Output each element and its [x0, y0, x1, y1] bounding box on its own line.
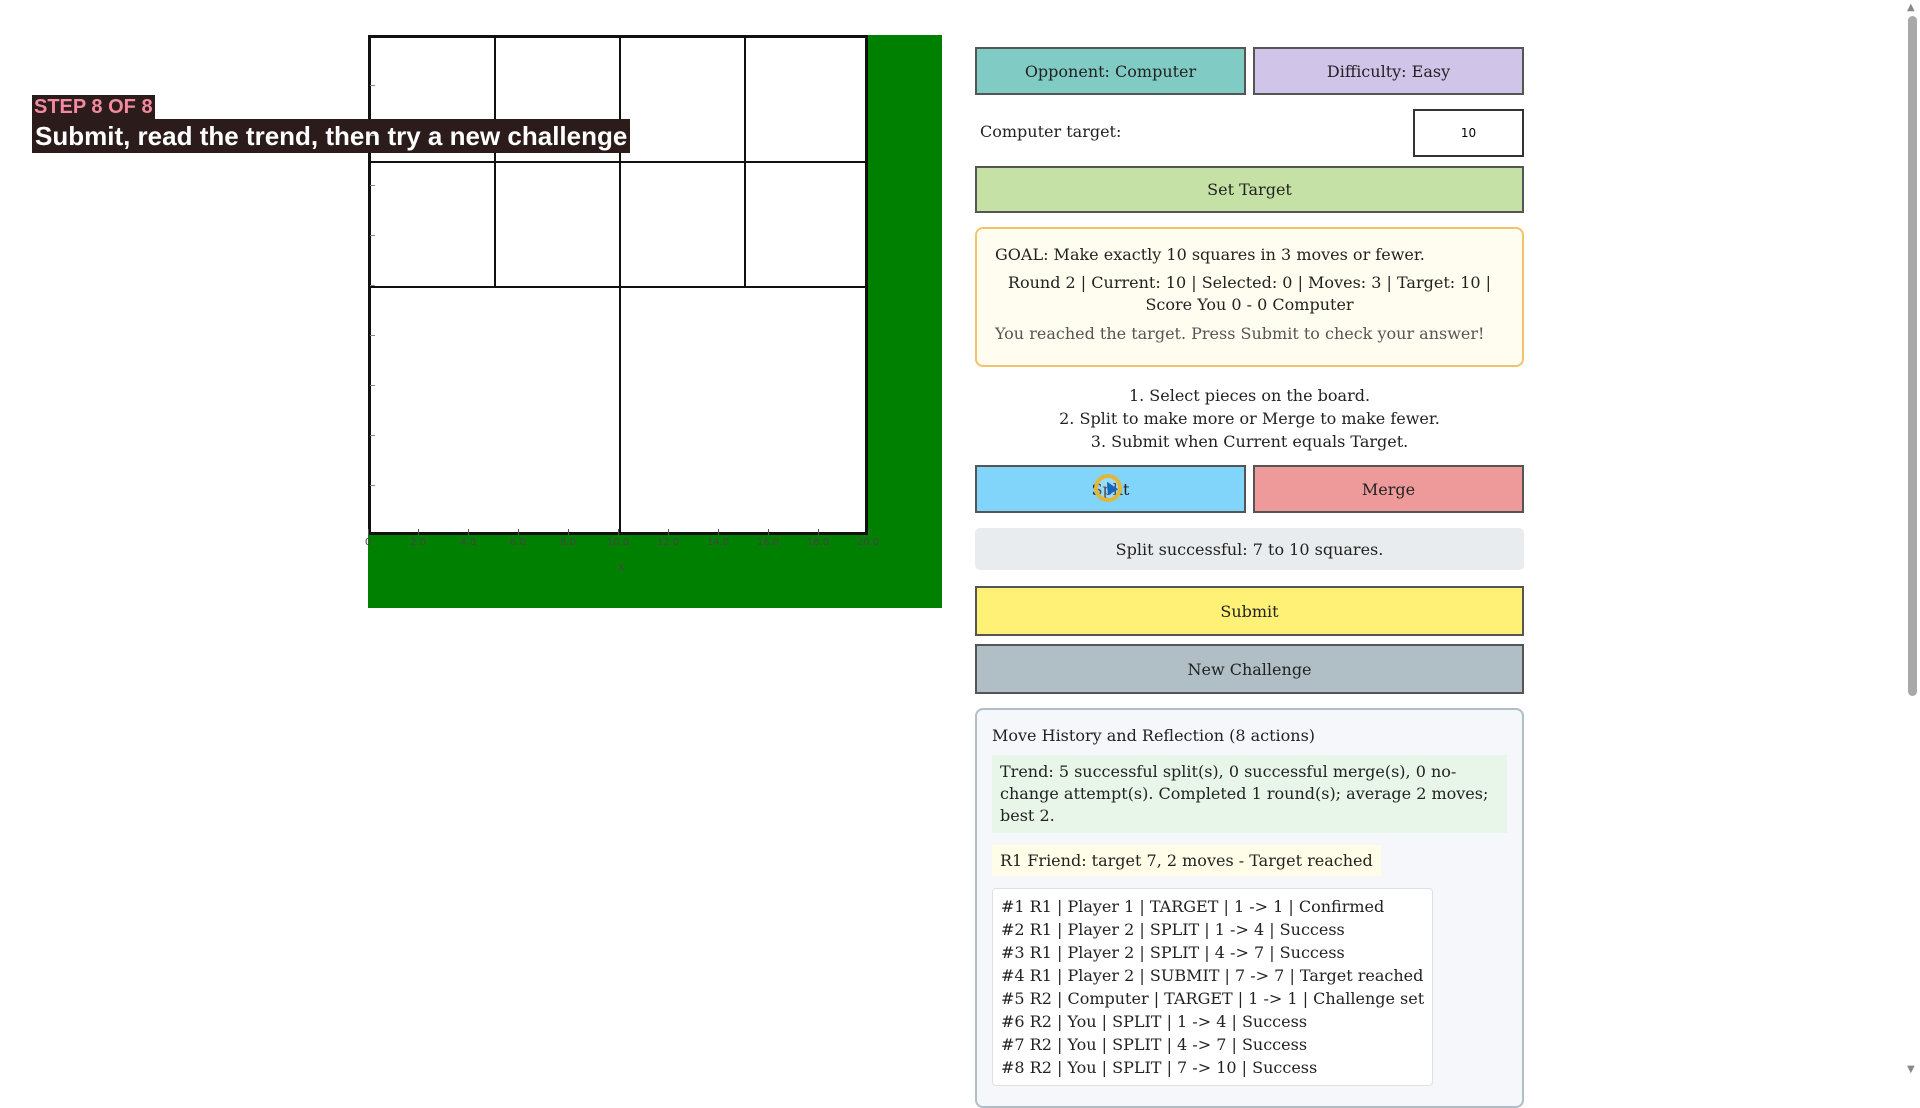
- x-axis-tick-label: 6.0: [510, 537, 526, 548]
- board-piece[interactable]: [620, 287, 866, 533]
- x-axis-tick: [818, 529, 819, 535]
- opponent-button[interactable]: Opponent: Computer: [975, 47, 1246, 95]
- x-axis-tick: [668, 529, 669, 535]
- x-axis-title: x: [618, 560, 625, 573]
- board-piece[interactable]: [745, 162, 866, 287]
- x-axis-tick-label: 10.0: [606, 537, 630, 548]
- board-piece[interactable]: [620, 162, 745, 287]
- instructions: 1. Select pieces on the board. 2. Split …: [975, 384, 1524, 453]
- log-entry: #2 R1 | Player 2 | SPLIT | 1 -> 4 | Succ…: [1001, 920, 1345, 939]
- y-axis-tick: [370, 485, 375, 486]
- log-entry: #8 R2 | You | SPLIT | 7 -> 10 | Success: [1001, 1058, 1318, 1077]
- submit-button[interactable]: Submit: [975, 586, 1524, 636]
- y-axis-tick: [370, 185, 375, 186]
- x-axis-tick: [418, 529, 419, 535]
- log-entry: #6 R2 | You | SPLIT | 1 -> 4 | Success: [1001, 1012, 1308, 1031]
- y-axis-tick: [370, 385, 375, 386]
- x-axis-tick-label: 8.0: [560, 537, 576, 548]
- x-axis-tick: [718, 529, 719, 535]
- instruction-line: 1. Select pieces on the board.: [1128, 386, 1371, 405]
- x-axis-tick: [368, 529, 369, 535]
- scrollbar-thumb[interactable]: [1908, 16, 1917, 696]
- feedback-text: You reached the target. Press Submit to …: [995, 324, 1485, 343]
- set-target-button[interactable]: Set Target: [975, 166, 1524, 213]
- x-axis-tick-label: 4.0: [460, 537, 476, 548]
- x-axis-tick-label: 14.0: [706, 537, 730, 548]
- x-axis-tick-label: 2.0: [410, 537, 426, 548]
- scroll-down-icon[interactable]: ▼: [1907, 1064, 1915, 1075]
- step-title: Submit, read the trend, then try a new c…: [32, 119, 631, 153]
- log-entry: #1 R1 | Player 1 | TARGET | 1 -> 1 | Con…: [1001, 897, 1385, 916]
- log-entry: #4 R1 | Player 2 | SUBMIT | 7 -> 7 | Tar…: [1001, 966, 1424, 985]
- goal-text: GOAL: Make exactly 10 squares in 3 moves…: [995, 245, 1425, 264]
- instruction-line: 3. Submit when Current equals Target.: [1090, 432, 1409, 451]
- move-log: #1 R1 | Player 1 | TARGET | 1 -> 1 | Con…: [992, 888, 1434, 1086]
- x-axis-tick: [768, 529, 769, 535]
- history-title: Move History and Reflection (8 actions): [992, 726, 1316, 745]
- y-axis-tick: [370, 85, 375, 86]
- x-axis-tick: [618, 529, 619, 535]
- scroll-up-icon[interactable]: ▲: [1907, 2, 1915, 13]
- click-indicator-icon: [1094, 474, 1122, 502]
- board-piece[interactable]: [370, 287, 620, 533]
- x-axis-tick: [568, 529, 569, 535]
- merge-button[interactable]: Merge: [1253, 465, 1524, 513]
- trend-summary: Trend: 5 successful split(s), 0 successf…: [992, 755, 1507, 833]
- board-piece[interactable]: [620, 37, 745, 162]
- log-entry: #3 R1 | Player 2 | SPLIT | 4 -> 7 | Succ…: [1001, 943, 1345, 962]
- board-piece[interactable]: [370, 162, 495, 287]
- y-axis-tick: [370, 285, 375, 286]
- instruction-line: 2. Split to make more or Merge to make f…: [1059, 409, 1440, 428]
- y-axis-tick: [370, 135, 375, 136]
- history-panel: Move History and Reflection (8 actions) …: [975, 708, 1524, 1108]
- difficulty-button[interactable]: Difficulty: Easy: [1253, 47, 1524, 95]
- board-piece[interactable]: [495, 162, 620, 287]
- x-axis-tick: [868, 529, 869, 535]
- game-board[interactable]: [368, 35, 868, 535]
- message-bar: Split successful: 7 to 10 squares.: [975, 528, 1524, 570]
- goal-panel: GOAL: Make exactly 10 squares in 3 moves…: [975, 227, 1524, 367]
- x-axis-tick-label: 16.0: [756, 537, 780, 548]
- y-axis-tick: [370, 435, 375, 436]
- x-axis-tick: [468, 529, 469, 535]
- log-entry: #7 R2 | You | SPLIT | 4 -> 7 | Success: [1001, 1035, 1308, 1054]
- x-axis-tick-label: 20.0: [856, 537, 880, 548]
- target-input[interactable]: [1413, 109, 1524, 157]
- round-summary: R1 Friend: target 7, 2 moves - Target re…: [992, 845, 1381, 876]
- x-axis-tick: [518, 529, 519, 535]
- board-piece[interactable]: [745, 37, 866, 162]
- x-axis-tick-label: 12.0: [656, 537, 680, 548]
- x-axis-tick-label: 18.0: [806, 537, 830, 548]
- status-line: Round 2 | Current: 10 | Selected: 0 | Mo…: [1007, 273, 1492, 314]
- step-counter: STEP 8 OF 8: [32, 95, 155, 119]
- y-axis-tick: [370, 235, 375, 236]
- log-entry: #5 R2 | Computer | TARGET | 1 -> 1 | Cha…: [1001, 989, 1425, 1008]
- target-label: Computer target:: [980, 122, 1122, 141]
- x-axis-tick-label: 0: [364, 537, 372, 548]
- y-axis-tick: [370, 335, 375, 336]
- new-challenge-button[interactable]: New Challenge: [975, 644, 1524, 694]
